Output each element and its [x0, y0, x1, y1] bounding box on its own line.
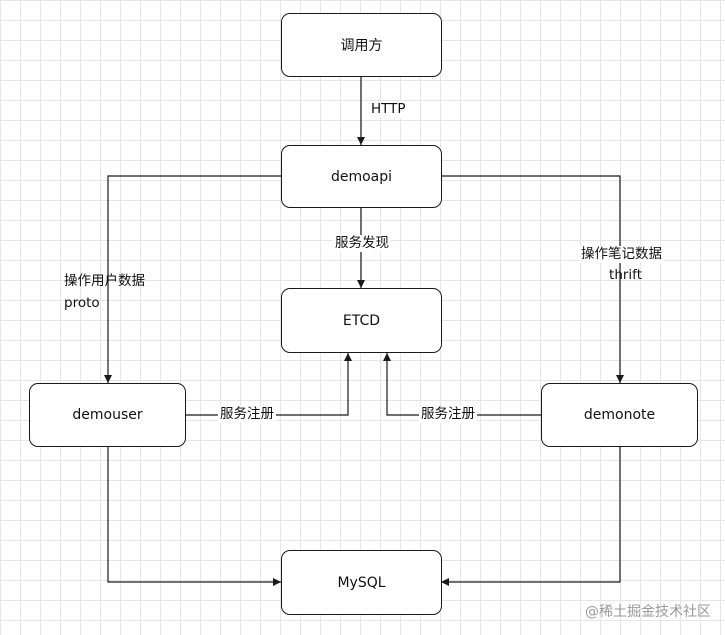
label-http: HTTP [369, 101, 408, 118]
label-note-data: 操作笔记数据 thrift [579, 246, 664, 284]
edge-demonote-to-etcd [383, 353, 541, 416]
label-register-right: 服务注册 [419, 406, 477, 423]
edge-demonote-to-mysql [441, 447, 621, 586]
node-demonote[interactable]: demonote [541, 383, 698, 447]
label-register-left: 服务注册 [218, 406, 276, 423]
node-etcd[interactable]: ETCD [281, 288, 442, 353]
label-user-data-line2: proto [64, 295, 100, 311]
node-mysql[interactable]: MySQL [281, 550, 442, 615]
label-user-data: 操作用户数据 proto [64, 273, 145, 312]
node-caller[interactable]: 调用方 [281, 13, 442, 77]
label-service-discovery: 服务发现 [333, 235, 391, 252]
edge-demoapi-to-demonote [441, 175, 624, 383]
edge-demouser-to-mysql [107, 447, 281, 586]
watermark: @稀土掘金技术社区 [585, 604, 711, 620]
label-note-data-line1: 操作笔记数据 [579, 246, 664, 263]
node-demoapi[interactable]: demoapi [281, 145, 442, 208]
node-demouser[interactable]: demouser [29, 383, 186, 447]
label-note-data-line2: thrift [609, 267, 642, 283]
edge-demoapi-to-demouser [104, 175, 281, 383]
label-user-data-line1: 操作用户数据 [64, 273, 145, 289]
